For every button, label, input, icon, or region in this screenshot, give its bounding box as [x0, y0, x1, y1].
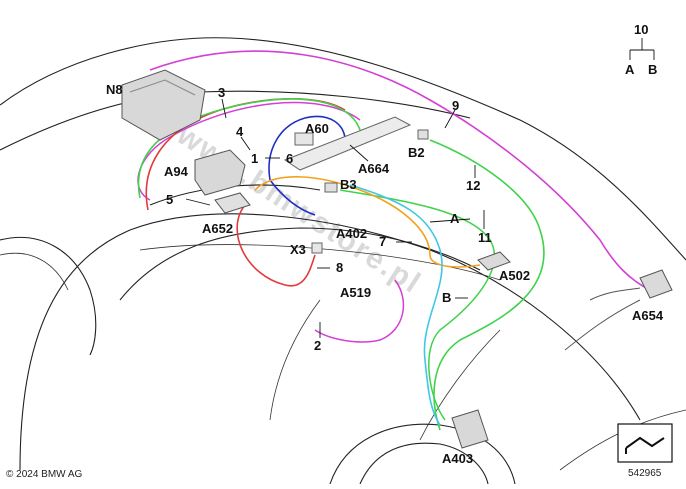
a94-module-icon: [194, 149, 246, 196]
diagram-number: 542965: [628, 468, 662, 479]
a664-antenna-icon: [283, 116, 412, 171]
copyright: © 2024 BMW AG: [6, 469, 83, 480]
label-a402: A402: [336, 226, 367, 241]
callout-labels: N8 3 4 1 6 A60 A94 5 A652 A664 B2 B3 9 1…: [106, 82, 664, 466]
label-a: A: [450, 211, 460, 226]
label-b3: B3: [340, 177, 357, 192]
a502-module-icon: [477, 251, 511, 271]
legend-a: A: [625, 62, 635, 77]
b2-sensor-icon: [417, 129, 429, 140]
view-symbol-icon: [617, 423, 673, 463]
a652-module-icon: [214, 192, 251, 214]
n8-module-icon: [121, 69, 206, 141]
label-n8: N8: [106, 82, 123, 97]
wiring-harness: [137, 50, 651, 431]
label-5: 5: [166, 192, 173, 207]
label-a652: A652: [202, 221, 233, 236]
legend-10: 10: [634, 22, 648, 37]
label-7: 7: [379, 234, 386, 249]
wire-magenta: [149, 50, 651, 291]
a403-module-icon: [451, 409, 489, 449]
wire-green: [137, 98, 545, 431]
label-a60: A60: [305, 121, 329, 136]
label-a403: A403: [442, 451, 473, 466]
label-a94: A94: [164, 164, 189, 179]
label-3: 3: [218, 85, 225, 100]
label-a654: A654: [632, 308, 664, 323]
a60-connector-icon: [294, 132, 314, 146]
legend-b: B: [648, 62, 657, 77]
a654-module-icon: [564, 269, 673, 351]
wire-blue: [268, 115, 346, 216]
label-9: 9: [452, 98, 459, 113]
components: [121, 69, 673, 449]
legend-tree: 10 A B: [625, 22, 657, 77]
label-1: 1: [251, 151, 258, 166]
b3-sensor-icon: [324, 182, 338, 193]
label-11: 11: [478, 230, 492, 245]
wire-cyan: [349, 184, 443, 426]
label-a664: A664: [358, 161, 390, 176]
leader-lines: [185, 38, 655, 338]
label-x3: X3: [290, 242, 306, 257]
label-4: 4: [236, 124, 244, 139]
label-2: 2: [314, 338, 321, 353]
label-8: 8: [336, 260, 343, 275]
label-a519: A519: [340, 285, 371, 300]
label-12: 12: [466, 178, 480, 193]
wire-orange: [254, 176, 481, 268]
label-b2: B2: [408, 145, 425, 160]
label-6: 6: [286, 151, 293, 166]
x3-connector-icon: [311, 242, 323, 254]
wire-magenta-3: [314, 279, 405, 343]
wire-green-2: [339, 189, 496, 421]
label-b: B: [442, 290, 451, 305]
label-a502: A502: [499, 268, 530, 283]
